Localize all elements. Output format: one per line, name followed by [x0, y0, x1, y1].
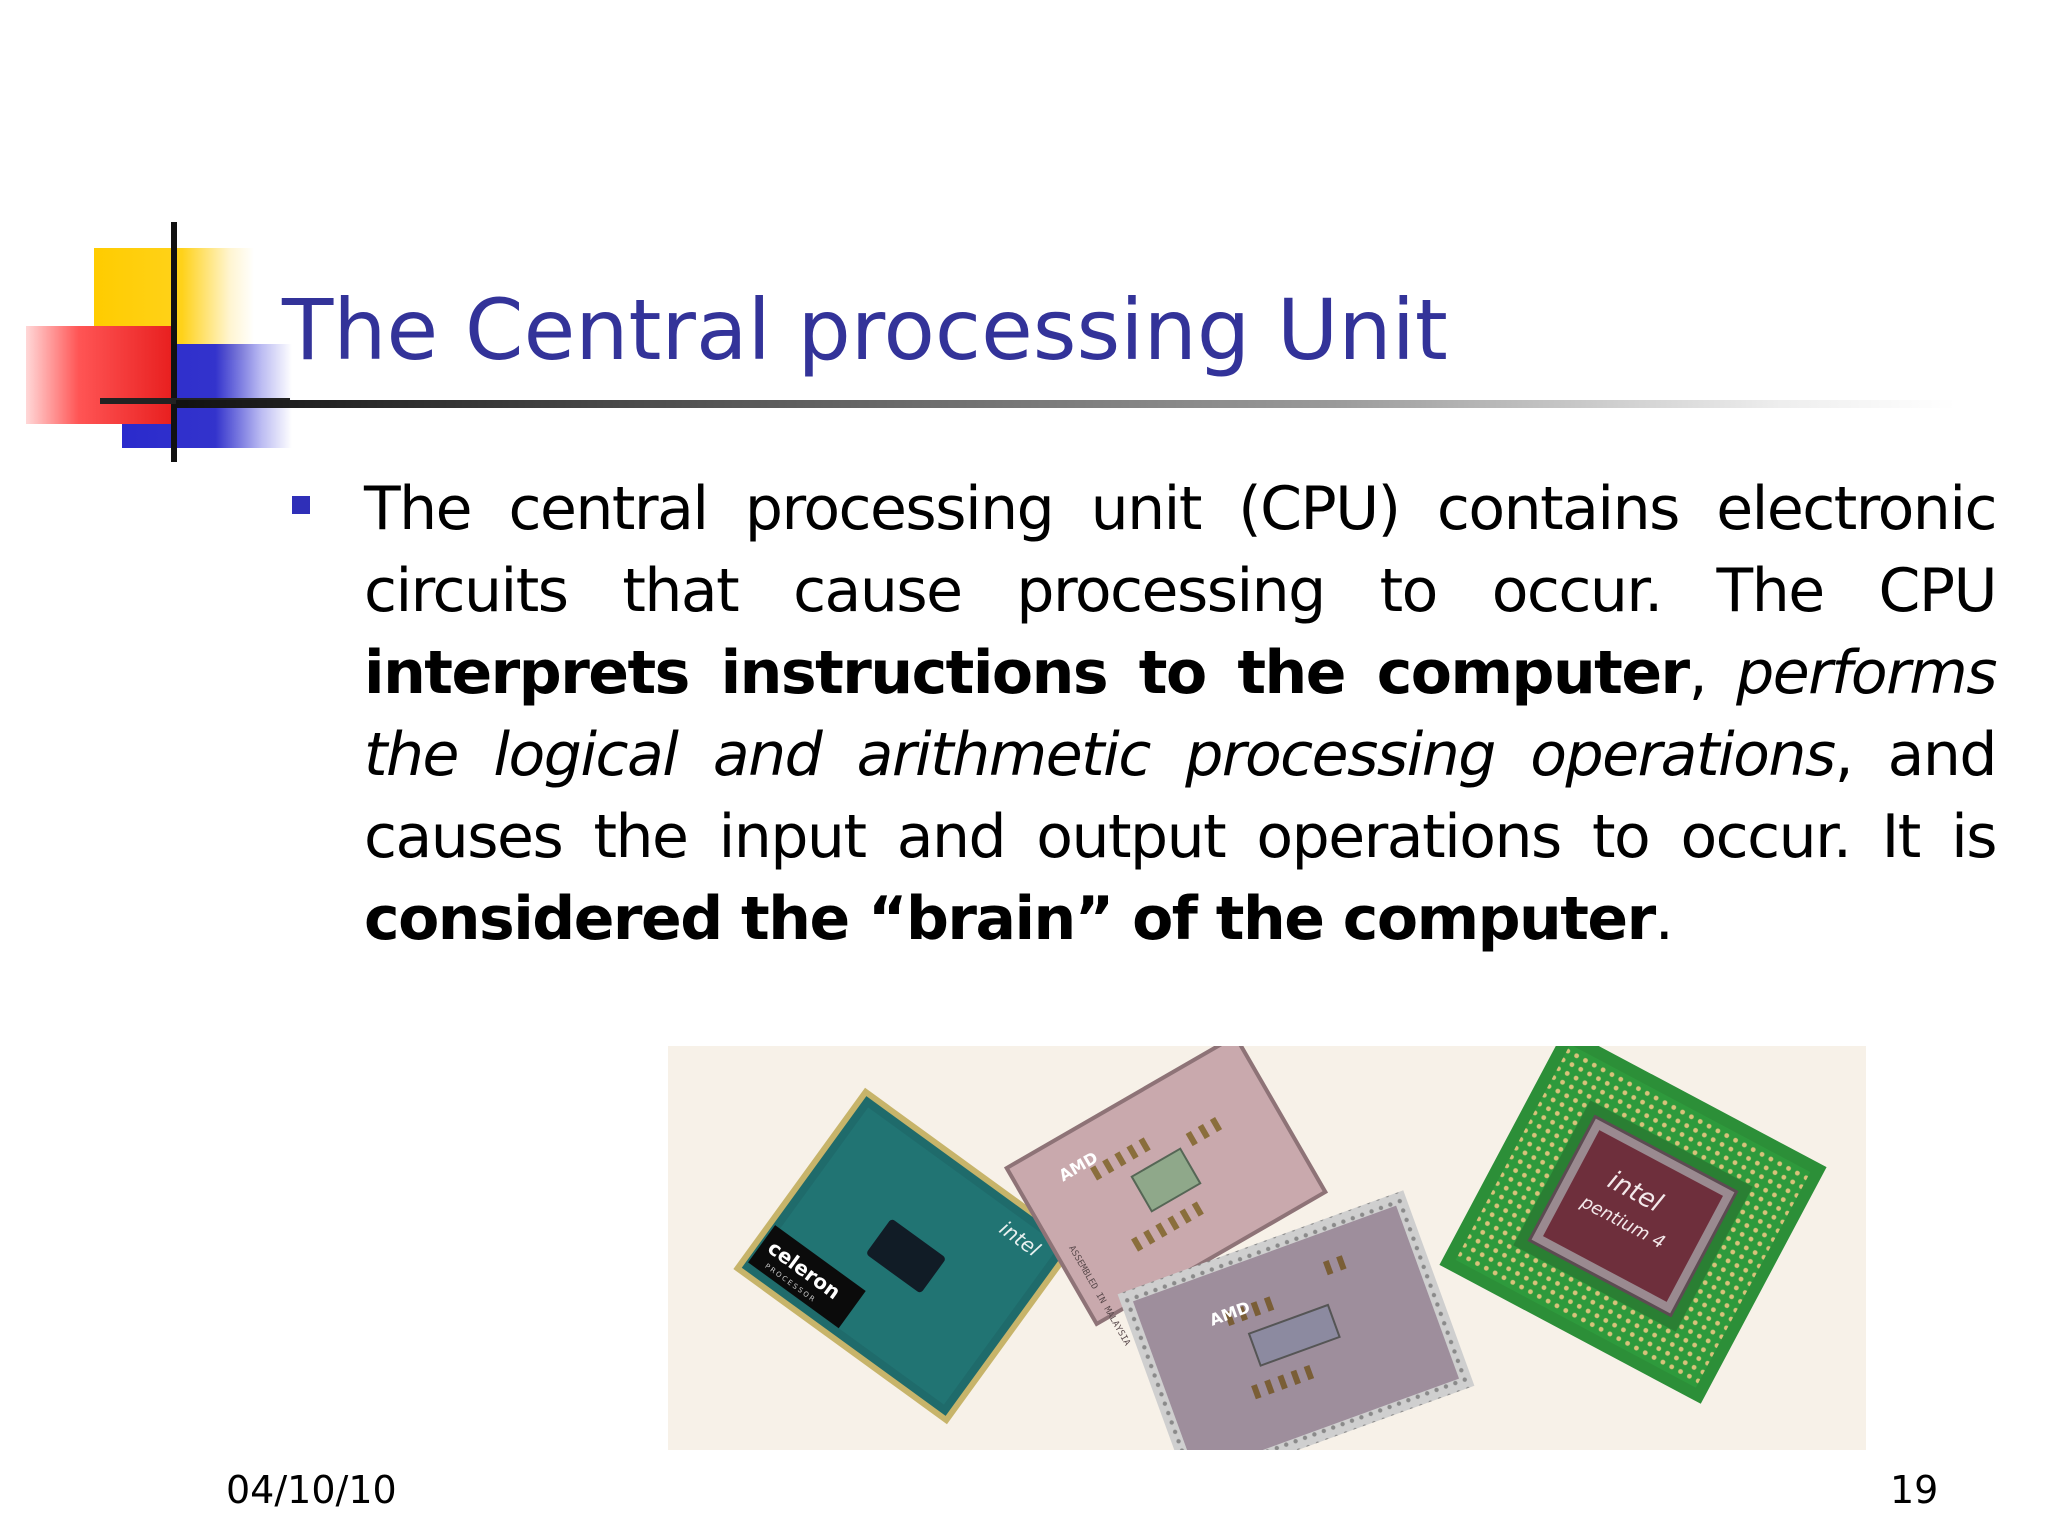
page-number: 19	[1890, 1468, 1939, 1512]
bullet-text-4: .	[1654, 884, 1674, 954]
cpu-photo: intel celeron PROCESSOR AMD ASSEMBLED IN…	[668, 1046, 1866, 1450]
celeron-chip: intel celeron PROCESSOR	[733, 1087, 1079, 1425]
bullet-paragraph: The central processing unit (CPU) contai…	[364, 468, 1998, 960]
bullet-square-icon	[292, 496, 310, 514]
bullet-text-3: , and causes the input and output operat…	[364, 720, 1998, 872]
pentium4-chip: intel pentium 4	[1439, 1046, 1827, 1404]
cpu-photo-drawing: intel celeron PROCESSOR AMD ASSEMBLED IN…	[733, 1046, 1827, 1450]
slide-title: The Central processing Unit	[282, 281, 1448, 379]
amd-chip-2: AMD	[1117, 1190, 1475, 1450]
amd-chip-1: AMD ASSEMBLED IN MALAYSIA	[1003, 1046, 1329, 1348]
bullet-bold-2: considered the “brain” of the computer	[364, 884, 1656, 954]
bullet-bold-1: interprets instructions to the computer	[364, 638, 1690, 708]
title-underline	[176, 400, 1956, 408]
decorative-logo	[0, 0, 300, 470]
bullet-text-1: The central processing unit (CPU) contai…	[364, 474, 1998, 626]
bullet-italic: performs the logical and arithmetic proc…	[364, 638, 1997, 790]
logo-vertical-line	[171, 222, 177, 462]
bullet-text-2: ,	[1688, 638, 1737, 708]
logo-red-square	[26, 326, 176, 424]
footer-date: 04/10/10	[226, 1468, 397, 1512]
